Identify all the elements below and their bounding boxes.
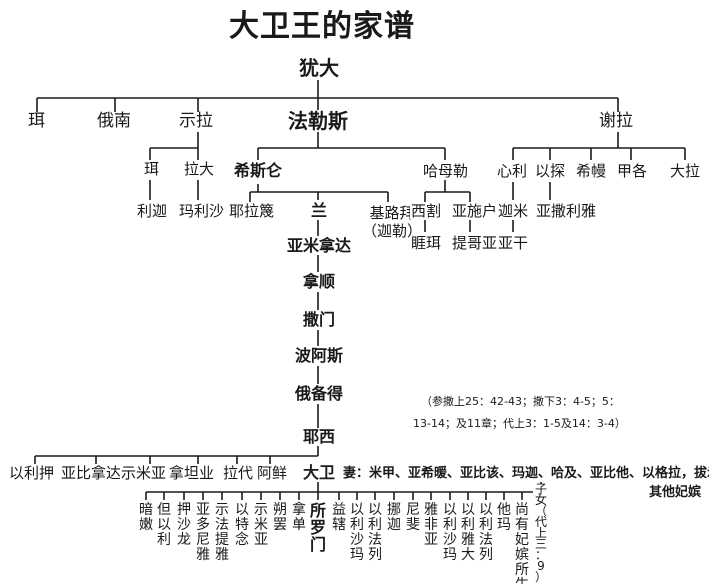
person-onan: 俄南 (96, 111, 132, 131)
person-la-da: 拉大 (183, 160, 216, 178)
person-mareshah: 玛利沙 (178, 202, 226, 220)
reference-note-line2: 13-14；及11章；代上3：1-5及14：3-4） (413, 417, 626, 430)
son-solomon: 所 罗 门 (309, 501, 327, 554)
person-judah: 犹大 (298, 56, 340, 80)
person-tekoa: 提哥亚 (451, 234, 499, 252)
reference-note-line1: （参撒上25：42-43；撒下3：4-5；5： (421, 395, 620, 408)
son-eliphelet-2: 以 利 法 列 (478, 502, 494, 563)
person-li-jia: 利迦 (136, 202, 169, 220)
person-segub: 西割 (410, 202, 443, 220)
person-nahshon: 拿顺 (302, 272, 337, 291)
son-shephatiah: 示 法 提 雅 (214, 502, 230, 563)
son-daniel: 但 以 利 (156, 502, 172, 548)
son-elishama: 以 利 沙 玛 (349, 502, 365, 563)
person-jerahmeel: 耶拉篾 (228, 202, 276, 220)
person-ozem: 阿鲜 (256, 464, 289, 482)
person-ethan: 以探 (534, 162, 567, 180)
person-salmon: 撒门 (302, 310, 337, 329)
david-other-concubines: 其他妃嫔 (649, 485, 702, 500)
son-shobab: 朔 罢 (272, 502, 288, 533)
children-chronicles-note: 子 女 （ 代 上 三 ： 9 ） (533, 482, 549, 584)
person-boaz: 波阿斯 (294, 346, 345, 365)
son-amnon: 暗 嫩 (138, 502, 154, 533)
son-eliada: 以 利 雅 大 (460, 502, 476, 563)
son-nepheg: 尼 斐 (405, 502, 421, 533)
person-zimri: 心利 (496, 162, 529, 180)
person-achan: 亚干 (497, 234, 530, 252)
person-calcol: 甲各 (616, 162, 649, 180)
daughter-tamar: 他 玛 (496, 502, 512, 533)
son-eliphelet: 以 利 法 列 (367, 502, 383, 563)
person-hezron: 希斯仑 (233, 161, 284, 180)
person-hamul: 哈母勒 (422, 162, 470, 180)
person-ashhur: 亚施户 (451, 202, 499, 220)
son-japhia: 雅 非 亚 (423, 502, 439, 548)
person-eliab: 以利押 (8, 464, 56, 482)
son-nogah: 挪 迦 (386, 502, 402, 533)
son-absalom: 押 沙 龙 (176, 502, 192, 548)
son-ithream: 以 特 念 (234, 502, 250, 548)
son-nathan: 拿 单 (291, 502, 307, 533)
person-dara: 大拉 (669, 162, 702, 180)
person-david: 大卫 (302, 463, 337, 482)
person-er-gen2: 珥 (27, 111, 46, 131)
person-ram: 兰 (310, 201, 329, 220)
person-jair: 睚珥 (410, 234, 443, 252)
person-er: 珥 (143, 160, 161, 178)
person-obed: 俄备得 (294, 384, 345, 403)
person-azariah: 亚撒利雅 (535, 202, 598, 220)
person-shimea: 示米亚 (120, 464, 168, 482)
concubine-children: 尚 有 妃 嫔 所 生 (514, 503, 530, 584)
person-zerah: 谢拉 (598, 111, 634, 131)
son-shimea: 示 米 亚 (253, 502, 269, 548)
person-abinadab: 亚比拿达 (60, 464, 123, 482)
person-shelah: 示拉 (178, 111, 214, 131)
son-ibhar: 益 辖 (331, 502, 347, 533)
person-amminadab: 亚米拿达 (286, 236, 353, 255)
person-nethanel: 拿坦业 (168, 464, 216, 482)
person-raddai: 拉代 (222, 464, 255, 482)
diagram-title: 大卫王的家谱 (229, 9, 415, 44)
person-heman: 希幔 (575, 162, 608, 180)
person-carmi: 迦米 (497, 202, 530, 220)
david-wives: 妻：米甲、亚希暖、亚比该、玛迦、哈及、亚比他、以格拉，拔示巴 (343, 466, 709, 481)
son-adonijah: 亚 多 尼 雅 (195, 502, 211, 563)
person-jesse: 耶西 (302, 427, 337, 446)
person-perez: 法勒斯 (287, 109, 349, 133)
son-elishama-2: 以 利 沙 玛 (442, 502, 458, 563)
